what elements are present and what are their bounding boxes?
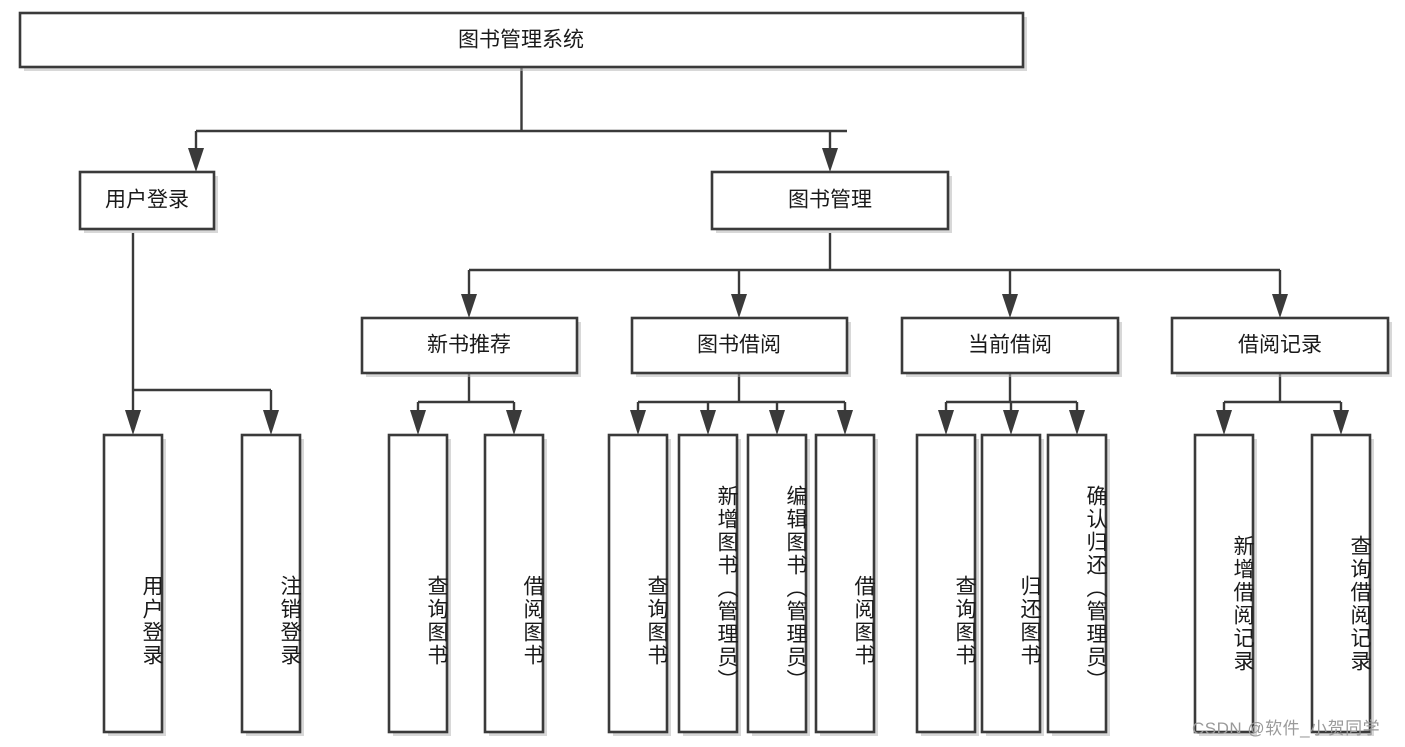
- node-leaf-return-book[interactable]: [980, 433, 1042, 734]
- nodes-layer: 图书管理系统 用户登录 图书管理 新书推荐 图书借阅 当前借阅 借阅记录: [18, 11, 1392, 736]
- node-leaf-add-record[interactable]: [1193, 433, 1255, 734]
- arrowhead-leaf-query-book-1: [410, 410, 426, 435]
- node-current-borrow-label: 当前借阅: [968, 334, 1052, 357]
- arrowhead-leaf-borrow-book-1: [506, 410, 522, 435]
- arrowhead-leaf-add-record: [1216, 410, 1232, 435]
- node-leaf-user-login[interactable]: [102, 433, 164, 734]
- node-root-label: 图书管理系统: [458, 29, 584, 52]
- arrowhead-userlogin: [188, 148, 204, 172]
- arrowhead-bookmanage: [822, 148, 838, 172]
- node-new-book-rec-label: 新书推荐: [427, 334, 511, 357]
- arrowhead-leaf-query-book-2: [630, 410, 646, 435]
- arrowhead-bookborrow: [731, 294, 747, 318]
- node-borrow-record[interactable]: [1170, 316, 1390, 375]
- node-current-borrow[interactable]: [900, 316, 1120, 375]
- arrowhead-leaf-user-login: [125, 410, 141, 435]
- arrowhead-leaf-query-record: [1333, 410, 1349, 435]
- node-root[interactable]: [18, 11, 1025, 69]
- node-book-borrow-label: 图书借阅: [697, 334, 781, 357]
- arrowhead-newbookrec: [461, 294, 477, 318]
- arrowhead-leaf-borrow-book-2: [837, 410, 853, 435]
- arrowhead-leaf-query-book-3: [938, 410, 954, 435]
- arrowhead-leaf-return-book: [1003, 410, 1019, 435]
- node-leaf-query-record[interactable]: [1310, 433, 1372, 734]
- node-leaf-logout[interactable]: [240, 433, 302, 734]
- node-user-login-label: 用户登录: [105, 189, 189, 212]
- arrowhead-leaf-logout: [263, 410, 279, 435]
- csdn-watermark: CSDN @软件_小贺同学: [1192, 719, 1381, 738]
- node-leaf-query-book-3[interactable]: [915, 433, 977, 734]
- node-book-borrow[interactable]: [630, 316, 849, 375]
- edges-layer: [125, 67, 1349, 435]
- node-borrow-record-label: 借阅记录: [1238, 334, 1322, 357]
- arrowhead-leaf-edit-book: [769, 410, 785, 435]
- node-leaf-borrow-book-2[interactable]: [814, 433, 876, 734]
- node-leaf-add-book[interactable]: [677, 433, 739, 734]
- node-user-login[interactable]: [78, 170, 216, 231]
- node-book-manage-label: 图书管理: [788, 189, 872, 212]
- node-leaf-borrow-book-1[interactable]: [483, 433, 545, 734]
- arrowhead-leaf-confirm-return: [1069, 410, 1085, 435]
- arrowhead-currentborrow: [1002, 294, 1018, 318]
- node-leaf-confirm-return[interactable]: [1046, 433, 1108, 734]
- node-leaf-edit-book[interactable]: [746, 433, 808, 734]
- node-new-book-rec[interactable]: [360, 316, 579, 375]
- arrowhead-borrowrecord: [1272, 294, 1288, 318]
- node-leaf-query-book-2[interactable]: [607, 433, 669, 734]
- node-leaf-query-book-1[interactable]: [387, 433, 449, 734]
- node-book-manage[interactable]: [710, 170, 950, 231]
- arrowhead-leaf-add-book: [700, 410, 716, 435]
